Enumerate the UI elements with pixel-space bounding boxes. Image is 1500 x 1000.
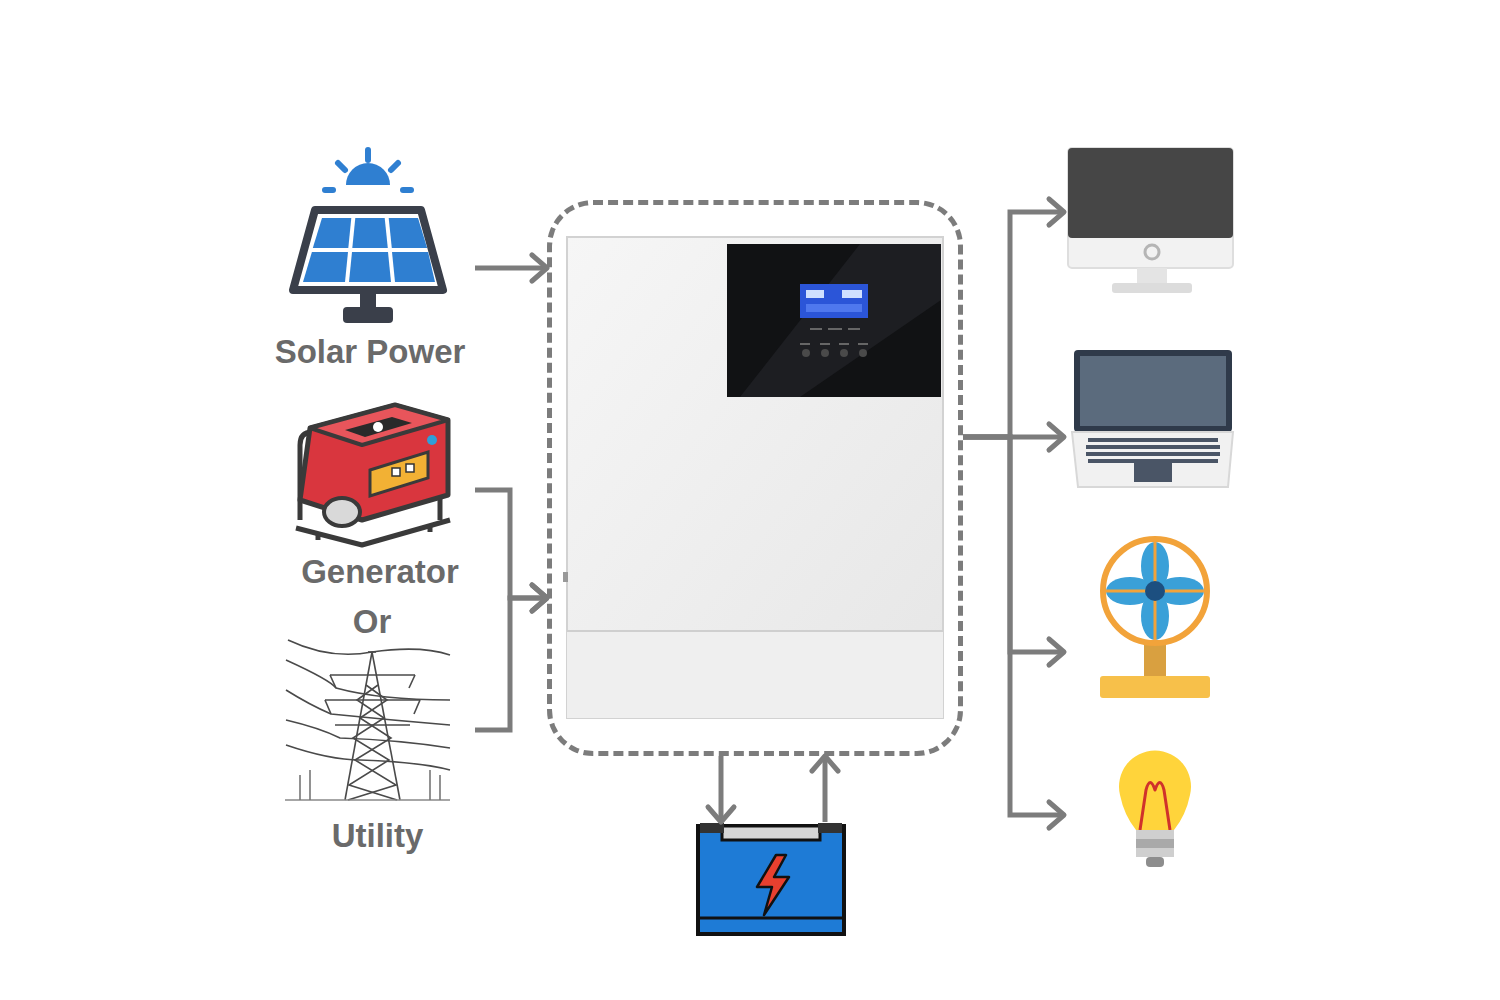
connector bbox=[475, 585, 547, 730]
connector bbox=[963, 437, 1064, 665]
connector bbox=[963, 437, 1064, 828]
node-label: Utility bbox=[332, 816, 424, 856]
connector-line bbox=[475, 266, 544, 271]
connector bbox=[475, 490, 547, 611]
connector bbox=[812, 756, 838, 822]
utility-tower-icon bbox=[285, 640, 450, 800]
connector-line bbox=[963, 437, 1061, 815]
fan-icon bbox=[1100, 539, 1210, 698]
battery-icon bbox=[698, 823, 844, 934]
source-node: Utility bbox=[280, 640, 475, 856]
generator-icon bbox=[296, 405, 450, 545]
node-label: Solar Power bbox=[275, 332, 466, 372]
connector-line bbox=[963, 212, 1061, 437]
connector-line bbox=[823, 759, 828, 822]
battery-node bbox=[695, 822, 847, 938]
inverter-enclosure bbox=[547, 200, 963, 756]
inverter-illustration bbox=[563, 237, 943, 718]
connector bbox=[708, 756, 734, 822]
or-label: Or bbox=[351, 602, 394, 642]
arrow-head bbox=[812, 756, 838, 771]
load-node bbox=[1064, 752, 1199, 874]
arrow-head bbox=[1049, 199, 1064, 225]
arrow-head bbox=[1049, 802, 1064, 828]
connector-line bbox=[475, 598, 544, 730]
arrow-head bbox=[1049, 639, 1064, 665]
laptop-icon bbox=[1072, 350, 1233, 487]
source-node: Solar Power bbox=[265, 140, 475, 372]
solar-icon bbox=[293, 150, 443, 323]
load-node bbox=[1064, 533, 1215, 701]
load-node bbox=[1064, 347, 1236, 490]
connector-line bbox=[475, 490, 544, 598]
connector-line bbox=[719, 756, 724, 819]
connector bbox=[963, 199, 1064, 437]
arrow-head bbox=[532, 255, 547, 281]
load-node bbox=[1064, 145, 1236, 297]
monitor-icon bbox=[1068, 148, 1233, 293]
connector bbox=[475, 255, 547, 281]
source-node: Generator bbox=[285, 395, 475, 592]
node-label: Generator bbox=[301, 552, 459, 592]
bulb-icon bbox=[1119, 751, 1191, 867]
arrow-head bbox=[532, 585, 547, 611]
arrow-head bbox=[708, 807, 734, 822]
arrow-head bbox=[1049, 424, 1064, 450]
